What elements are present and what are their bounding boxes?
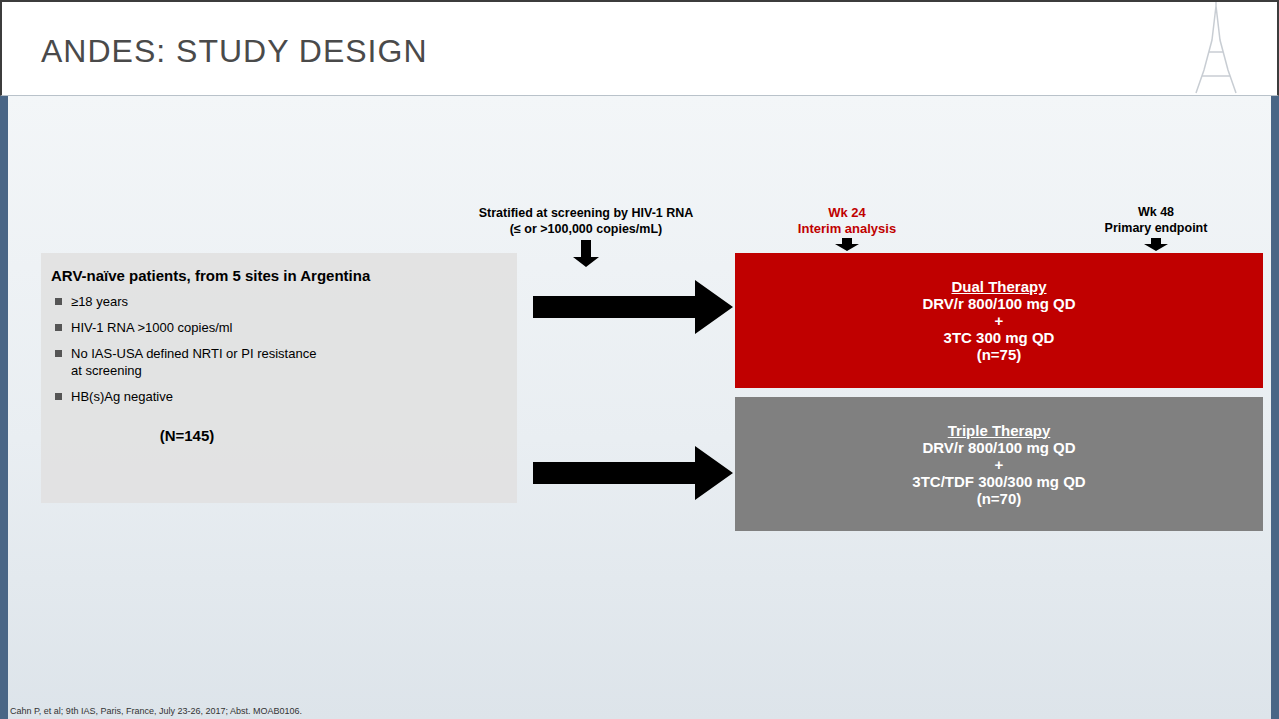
box-heading: Triple Therapy (948, 422, 1051, 439)
block-arrow (533, 446, 733, 500)
box-text: 3TC/TDF 300/300 mg QD (912, 473, 1085, 490)
box-text: DRV/r 800/100 mg QD (922, 295, 1075, 312)
timepoint-label: Primary endpoint (1105, 221, 1208, 236)
arm-box: Triple TherapyDRV/r 800/100 mg QD+3TC/TD… (735, 397, 1263, 531)
citation: Cahn P, et al; 9th IAS, Paris, France, J… (10, 704, 302, 719)
box-text: + (995, 312, 1004, 329)
stratification-note: Stratified at screening by HIV-1 RNA (479, 206, 694, 221)
box-heading: ARV-naïve patients, from 5 sites in Arge… (51, 267, 499, 285)
box-text: (n=75) (977, 346, 1022, 363)
population-box: ARV-naïve patients, from 5 sites in Arge… (41, 253, 517, 503)
down-arrow (573, 240, 599, 267)
stratification-note: (≤ or >100,000 copies/mL) (510, 222, 662, 237)
box-text: DRV/r 800/100 mg QD (922, 439, 1075, 456)
down-arrow (835, 238, 859, 251)
bullet-item: No IAS-USA defined NRTI or PI resistance… (51, 345, 321, 379)
box-heading: Dual Therapy (951, 278, 1046, 295)
arm-box: Dual TherapyDRV/r 800/100 mg QD+3TC 300 … (735, 253, 1263, 388)
bullet-item: HIV-1 RNA >1000 copies/ml (51, 319, 321, 336)
box-text: (N=145) (51, 427, 323, 445)
box-text: 3TC 300 mg QD (944, 329, 1055, 346)
bullet-item: ≥18 years (51, 293, 321, 310)
bullet-item: HB(s)Ag negative (51, 388, 321, 405)
timepoint-label: Wk 24 (828, 205, 866, 220)
timepoint-label: Wk 48 (1138, 205, 1174, 220)
block-arrow (533, 280, 733, 334)
timepoint-label: Interim analysis (798, 221, 896, 236)
box-text: + (995, 456, 1004, 473)
down-arrow (1144, 238, 1168, 251)
eiffel-tower-sketch (1196, 2, 1236, 93)
box-text: (n=70) (977, 490, 1022, 507)
slide-title: ANDES: STUDY DESIGN (41, 33, 427, 70)
